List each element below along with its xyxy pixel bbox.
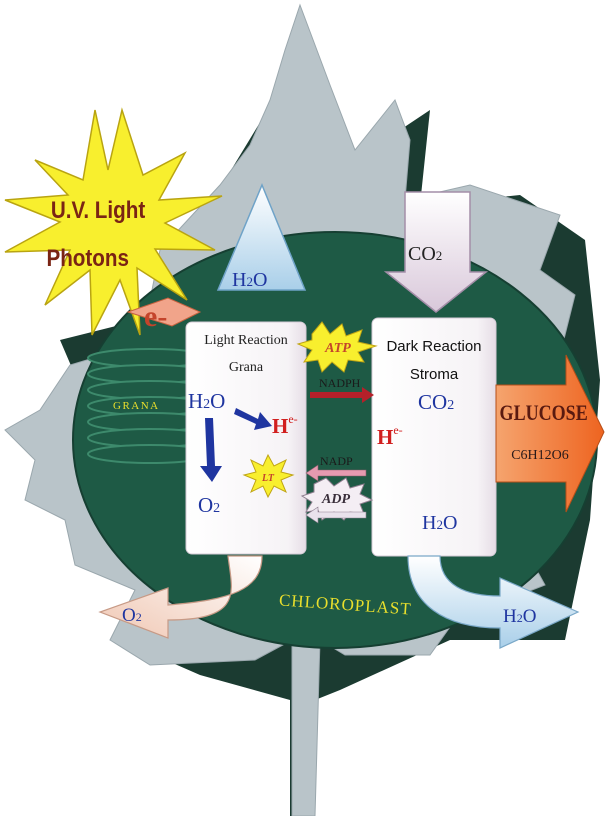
adp-arrow-icon: [305, 506, 367, 524]
water-drop-in: [216, 183, 307, 291]
nadph-arrow-icon: [310, 387, 374, 403]
sun-text-line1: U.V. Light: [51, 197, 146, 224]
light-oxygen-label: O2: [198, 493, 220, 517]
light-reaction-title: Light Reaction: [204, 333, 288, 348]
light-hydrogen-label: He-: [272, 412, 298, 438]
glucose-formula: C6H12O6: [511, 448, 569, 463]
water-in-label: H2O: [232, 269, 267, 291]
energy-burst-icon: [242, 453, 295, 499]
grana-stack: [87, 348, 213, 464]
atp-burst-icon: [296, 321, 378, 373]
dark-reaction-title: Dark Reaction: [386, 338, 481, 355]
dark-reaction-subtitle: Stroma: [410, 366, 459, 383]
light-reaction-box: [185, 321, 307, 555]
grana-label: GRANA: [113, 400, 160, 412]
glucose-title: GLUCOSE: [500, 401, 588, 425]
dark-hydrogen-label: He-: [377, 423, 403, 449]
o2-out-label: O2: [122, 605, 142, 626]
sun-icon: [4, 107, 223, 336]
arrow-to-hydrogen-icon: [234, 408, 272, 430]
dark-co2-label: CO2: [418, 390, 454, 414]
light-water-label: H2O: [188, 389, 225, 413]
electron-icon: [126, 297, 202, 327]
electron-label: e-: [144, 300, 167, 333]
h2o-out-label: H2O: [503, 606, 536, 627]
arrow-to-oxygen-icon: [200, 418, 222, 482]
dark-water-label: H2O: [422, 512, 457, 534]
sun-text-line2: Photons: [46, 245, 129, 272]
light-reaction-subtitle: Grana: [229, 360, 264, 375]
energy-label: LT: [261, 473, 275, 484]
h2o-arrow-out: [407, 555, 580, 649]
adp-label: ADP: [321, 492, 350, 507]
glucose-arrow: [495, 354, 605, 513]
o2-arrow-out: [98, 555, 263, 639]
nadp-label: NADP: [320, 454, 353, 468]
nadph-label: NADPH: [319, 376, 361, 390]
atp-label: ATP: [324, 341, 351, 356]
co2-in-label: CO2: [408, 243, 442, 265]
nadp-arrow-icon: [305, 464, 367, 482]
co2-arrow-in: [383, 191, 489, 313]
